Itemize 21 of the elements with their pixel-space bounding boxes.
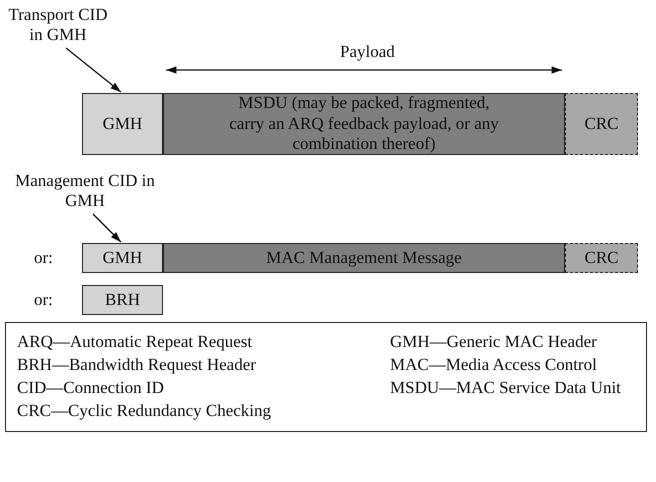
abbreviation-text: BRH—Bandwidth Request Header — [17, 355, 256, 375]
abbreviation-text: ARQ—Automatic Repeat Request — [17, 332, 252, 352]
header-field: GMH — [82, 93, 163, 155]
abbreviation-text: GMH—Generic MAC Header — [390, 332, 597, 352]
abbreviation-text: MSDU—MAC Service Data Unit — [390, 378, 621, 398]
option-label: or: — [34, 248, 53, 268]
crc-field: CRC — [565, 243, 638, 273]
crc-field: CRC — [565, 93, 638, 155]
dimension-label: Payload — [340, 42, 395, 62]
payload-field: MSDU (may be packed, fragmented, carry an ARQ feedback payload, or any combination thereof) — [163, 93, 565, 155]
header-field: BRH — [82, 285, 163, 315]
abbreviation-text: CRC—Cyclic Redundancy Checking — [17, 401, 272, 421]
leader-arrow — [66, 48, 122, 92]
header-field: GMH — [82, 243, 163, 273]
option-label: or: — [34, 290, 53, 310]
abbreviation-text: CID—Connection ID — [17, 378, 164, 398]
leader-arrow — [92, 214, 122, 242]
annotation-text: Transport CID in GMH — [8, 4, 108, 46]
abbreviation-text: MAC—Media Access Control — [390, 355, 597, 375]
message-field: MAC Management Message — [163, 243, 565, 273]
annotation-text: Management CID in GMH — [10, 170, 160, 212]
